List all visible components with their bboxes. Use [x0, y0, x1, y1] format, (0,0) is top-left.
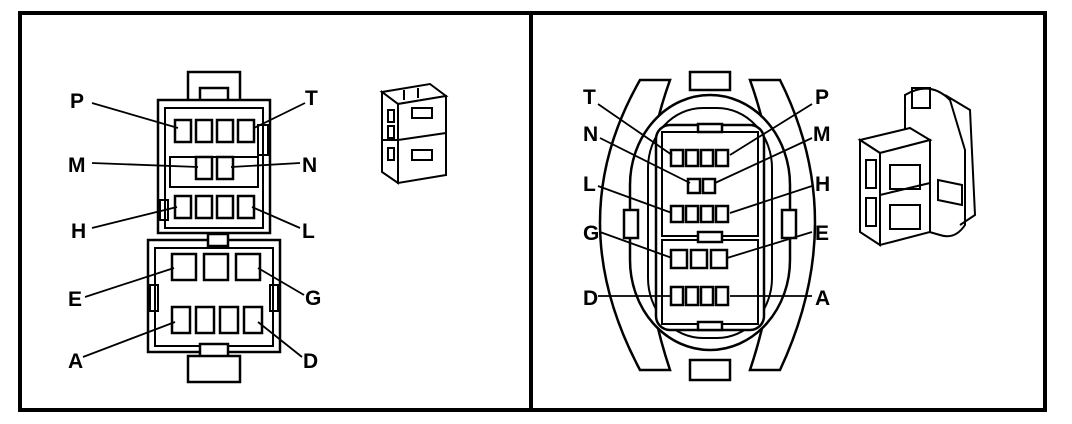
- left-label-l: L: [302, 220, 315, 243]
- left-label-d: D: [303, 350, 318, 373]
- left-label-p: P: [70, 90, 84, 113]
- right-label-g: G: [583, 222, 599, 245]
- right-label-n: N: [583, 123, 598, 146]
- right-panel-frame: [529, 11, 1047, 412]
- right-label-t: T: [583, 86, 596, 109]
- left-label-m: M: [68, 154, 86, 177]
- right-label-l: L: [583, 173, 596, 196]
- left-label-e: E: [68, 288, 82, 311]
- left-label-n: N: [302, 154, 317, 177]
- connector-housing-3d-icon: [379, 82, 449, 185]
- left-label-a: A: [68, 350, 83, 373]
- left-connector-face: [146, 70, 282, 384]
- left-label-t: T: [305, 87, 318, 110]
- right-label-a: A: [815, 287, 830, 310]
- connector-plug-3d-icon: [857, 87, 977, 247]
- right-label-p: P: [815, 86, 829, 109]
- left-label-g: G: [305, 287, 321, 310]
- right-leader-lines: [597, 103, 813, 297]
- left-leader-lines: [82, 102, 306, 358]
- right-label-d: D: [583, 287, 598, 310]
- left-label-h: H: [71, 220, 86, 243]
- right-label-e: E: [815, 222, 829, 245]
- right-connector-face: [598, 70, 817, 382]
- right-label-m: M: [813, 123, 831, 146]
- right-label-h: H: [815, 173, 830, 196]
